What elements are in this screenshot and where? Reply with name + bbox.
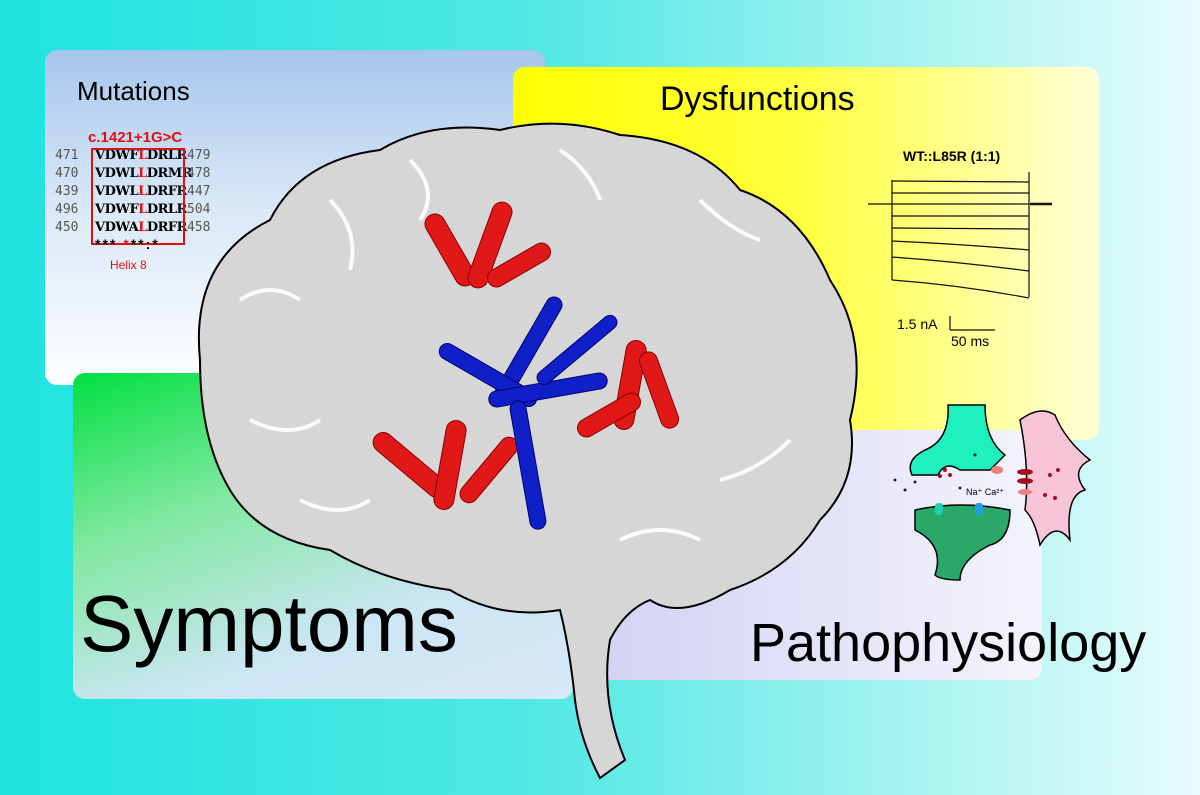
scale-bar-current: 1.5 nA: [897, 316, 938, 332]
seq-pre: VDWL: [95, 184, 139, 199]
sequence: VDWLLDRMR: [95, 166, 193, 181]
seq-mutated: L: [138, 202, 147, 217]
row-end: 479: [187, 148, 211, 163]
row-end: 458: [187, 220, 211, 235]
seq-mutated: L: [138, 184, 147, 199]
mutations-title: Mutations: [77, 76, 190, 106]
trace-title: WT::L85R (1:1): [903, 148, 1001, 164]
pathophysiology-title: Pathophysiology: [750, 613, 1147, 673]
sequence: VDWFLDRLR: [95, 148, 187, 163]
mutation-label: c.1421+1G>C: [88, 129, 183, 146]
alignment-highlight-box: [91, 148, 185, 245]
seq-post: DRFR: [146, 184, 188, 199]
row-start: 470: [55, 166, 79, 181]
row-end: 447: [187, 184, 211, 199]
seq-pre: VDWF: [95, 202, 139, 217]
seq-pre: VDWL: [95, 166, 139, 181]
seq-mutated: L: [138, 220, 147, 235]
seq-post: DRLR: [146, 148, 188, 163]
ions-label: Na⁺ Ca²⁺: [966, 487, 1005, 497]
conservation-c: **:*: [130, 236, 160, 252]
postsynaptic-terminal: [914, 504, 1011, 581]
conservation-line: *** ***:*: [95, 236, 160, 252]
seq-mutated: L: [138, 166, 147, 181]
seq-pre: VDWF: [95, 148, 139, 163]
seq-mutated: L: [138, 148, 147, 163]
seq-post: DRMR: [146, 166, 193, 181]
row-start: 439: [55, 184, 79, 199]
row-start: 496: [55, 202, 79, 217]
row-start: 450: [55, 220, 79, 235]
row-start: 471: [55, 148, 79, 163]
sequence: VDWLLDRFR: [95, 184, 187, 199]
receptor: [975, 503, 983, 515]
protein-structure: [372, 201, 680, 530]
presynaptic-terminal: [909, 404, 1007, 476]
row-end: 504: [187, 202, 211, 217]
scale-bar-time: 50 ms: [951, 333, 990, 349]
seq-post: DRFR: [146, 220, 188, 235]
row-end: 478: [187, 166, 211, 181]
conservation-a: ***: [95, 236, 118, 252]
sequence: VDWFLDRLR: [95, 202, 187, 217]
receptor: [935, 503, 943, 515]
seq-post: DRLR: [146, 202, 188, 217]
astrocyte: [1019, 410, 1092, 548]
sequence: VDWALDRFR: [95, 220, 187, 235]
seq-pre: VDWA: [95, 220, 139, 235]
helix-label: Helix 8: [110, 258, 147, 272]
dysfunctions-title: Dysfunctions: [660, 80, 855, 118]
symptoms-title: Symptoms: [80, 579, 458, 668]
conservation-b: *: [123, 236, 131, 252]
